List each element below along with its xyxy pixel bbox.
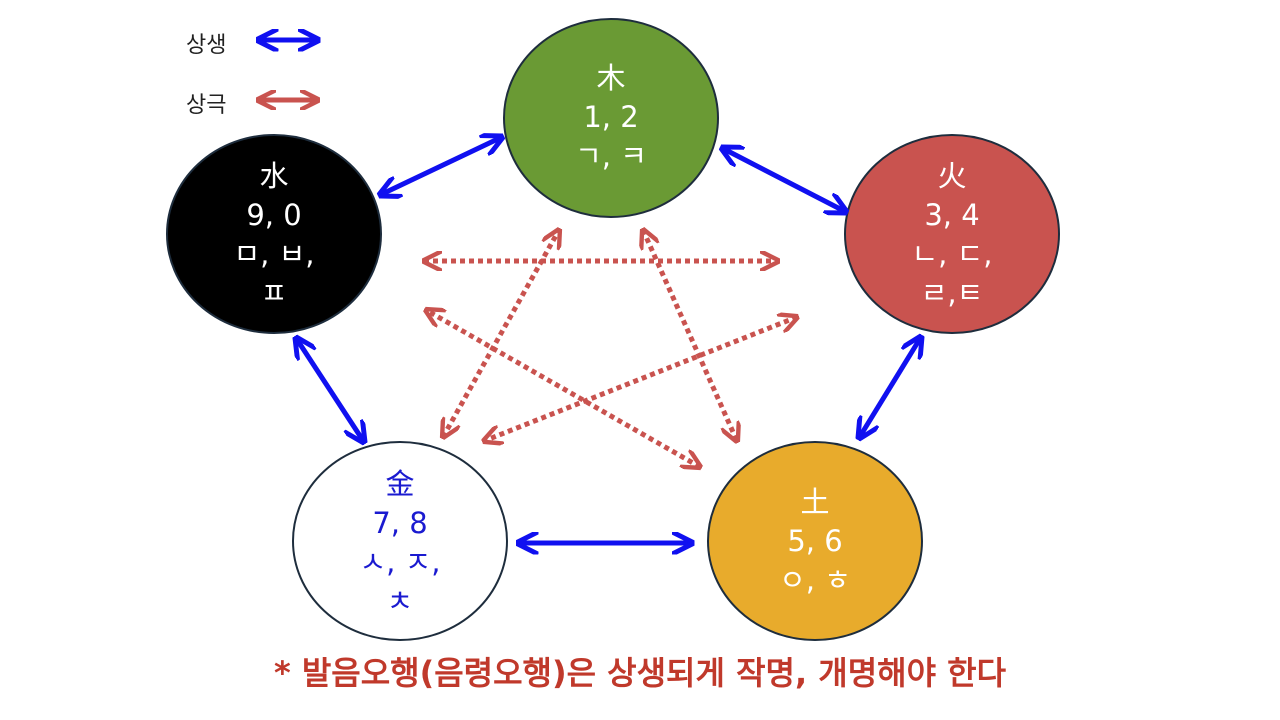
node-water-circle [166,134,382,334]
node-fire-consonants-1: ㄴ, ㄷ, [911,237,993,271]
node-wood: 木 1, 2 ㄱ, ㅋ [511,59,711,176]
node-water: 水 9, 0 ㅁ, ㅂ, ㅍ [174,157,374,313]
node-earth-numbers: 5, 6 [787,524,843,558]
node-metal-consonants-2: ㅊ [386,584,414,618]
footnote: * 발음오행(음령오행)은 상생되게 작명, 개명해야 한다 [273,654,1007,692]
node-fire-circle [844,134,1060,334]
sanggeuk-arrow-earth-water [426,310,700,467]
sanggeuk-arrow-metal-wood [443,230,559,437]
sangsaeng-arrow-water-wood [380,137,502,195]
sangsaeng-arrow-fire-earth [859,337,921,438]
node-fire-numbers: 3, 4 [924,198,980,232]
node-metal: 金 7, 8 ㅅ, ㅈ, ㅊ [300,465,500,621]
sangsaeng-arrow-wood-fire [722,148,846,212]
sanggeuk-arrow-fire-metal [484,317,797,441]
node-earth-consonants-1: ㅇ, ㅎ [779,563,851,597]
node-fire: 火 3, 4 ㄴ, ㄷ, ㄹ,ㅌ [852,157,1052,313]
node-metal-numbers: 7, 8 [372,506,428,540]
legend-sangsaeng-label: 상생 [186,33,227,58]
node-water-consonants-2: ㅍ [260,276,288,310]
node-wood-circle [503,18,719,218]
node-metal-hanja: 金 [385,467,415,501]
node-water-numbers: 9, 0 [246,198,302,232]
node-wood-consonants-1: ㄱ, ㅋ [575,139,647,173]
node-earth: 土 5, 6 ㅇ, ㅎ [715,483,915,600]
node-water-consonants-1: ㅁ, ㅂ, [233,237,315,271]
node-water-hanja: 水 [259,159,289,193]
node-wood-hanja: 木 [596,61,626,95]
node-fire-hanja: 火 [937,159,967,193]
node-fire-consonants-2: ㄹ,ㅌ [920,276,984,310]
legend-sanggeuk-label: 상극 [186,93,227,118]
node-earth-circle [707,441,923,641]
node-wood-numbers: 1, 2 [583,100,639,134]
node-metal-consonants-1: ㅅ, ㅈ, [359,545,441,579]
node-metal-circle [292,441,508,641]
sangsaeng-arrow-metal-water [296,338,364,442]
node-earth-hanja: 土 [800,485,830,519]
